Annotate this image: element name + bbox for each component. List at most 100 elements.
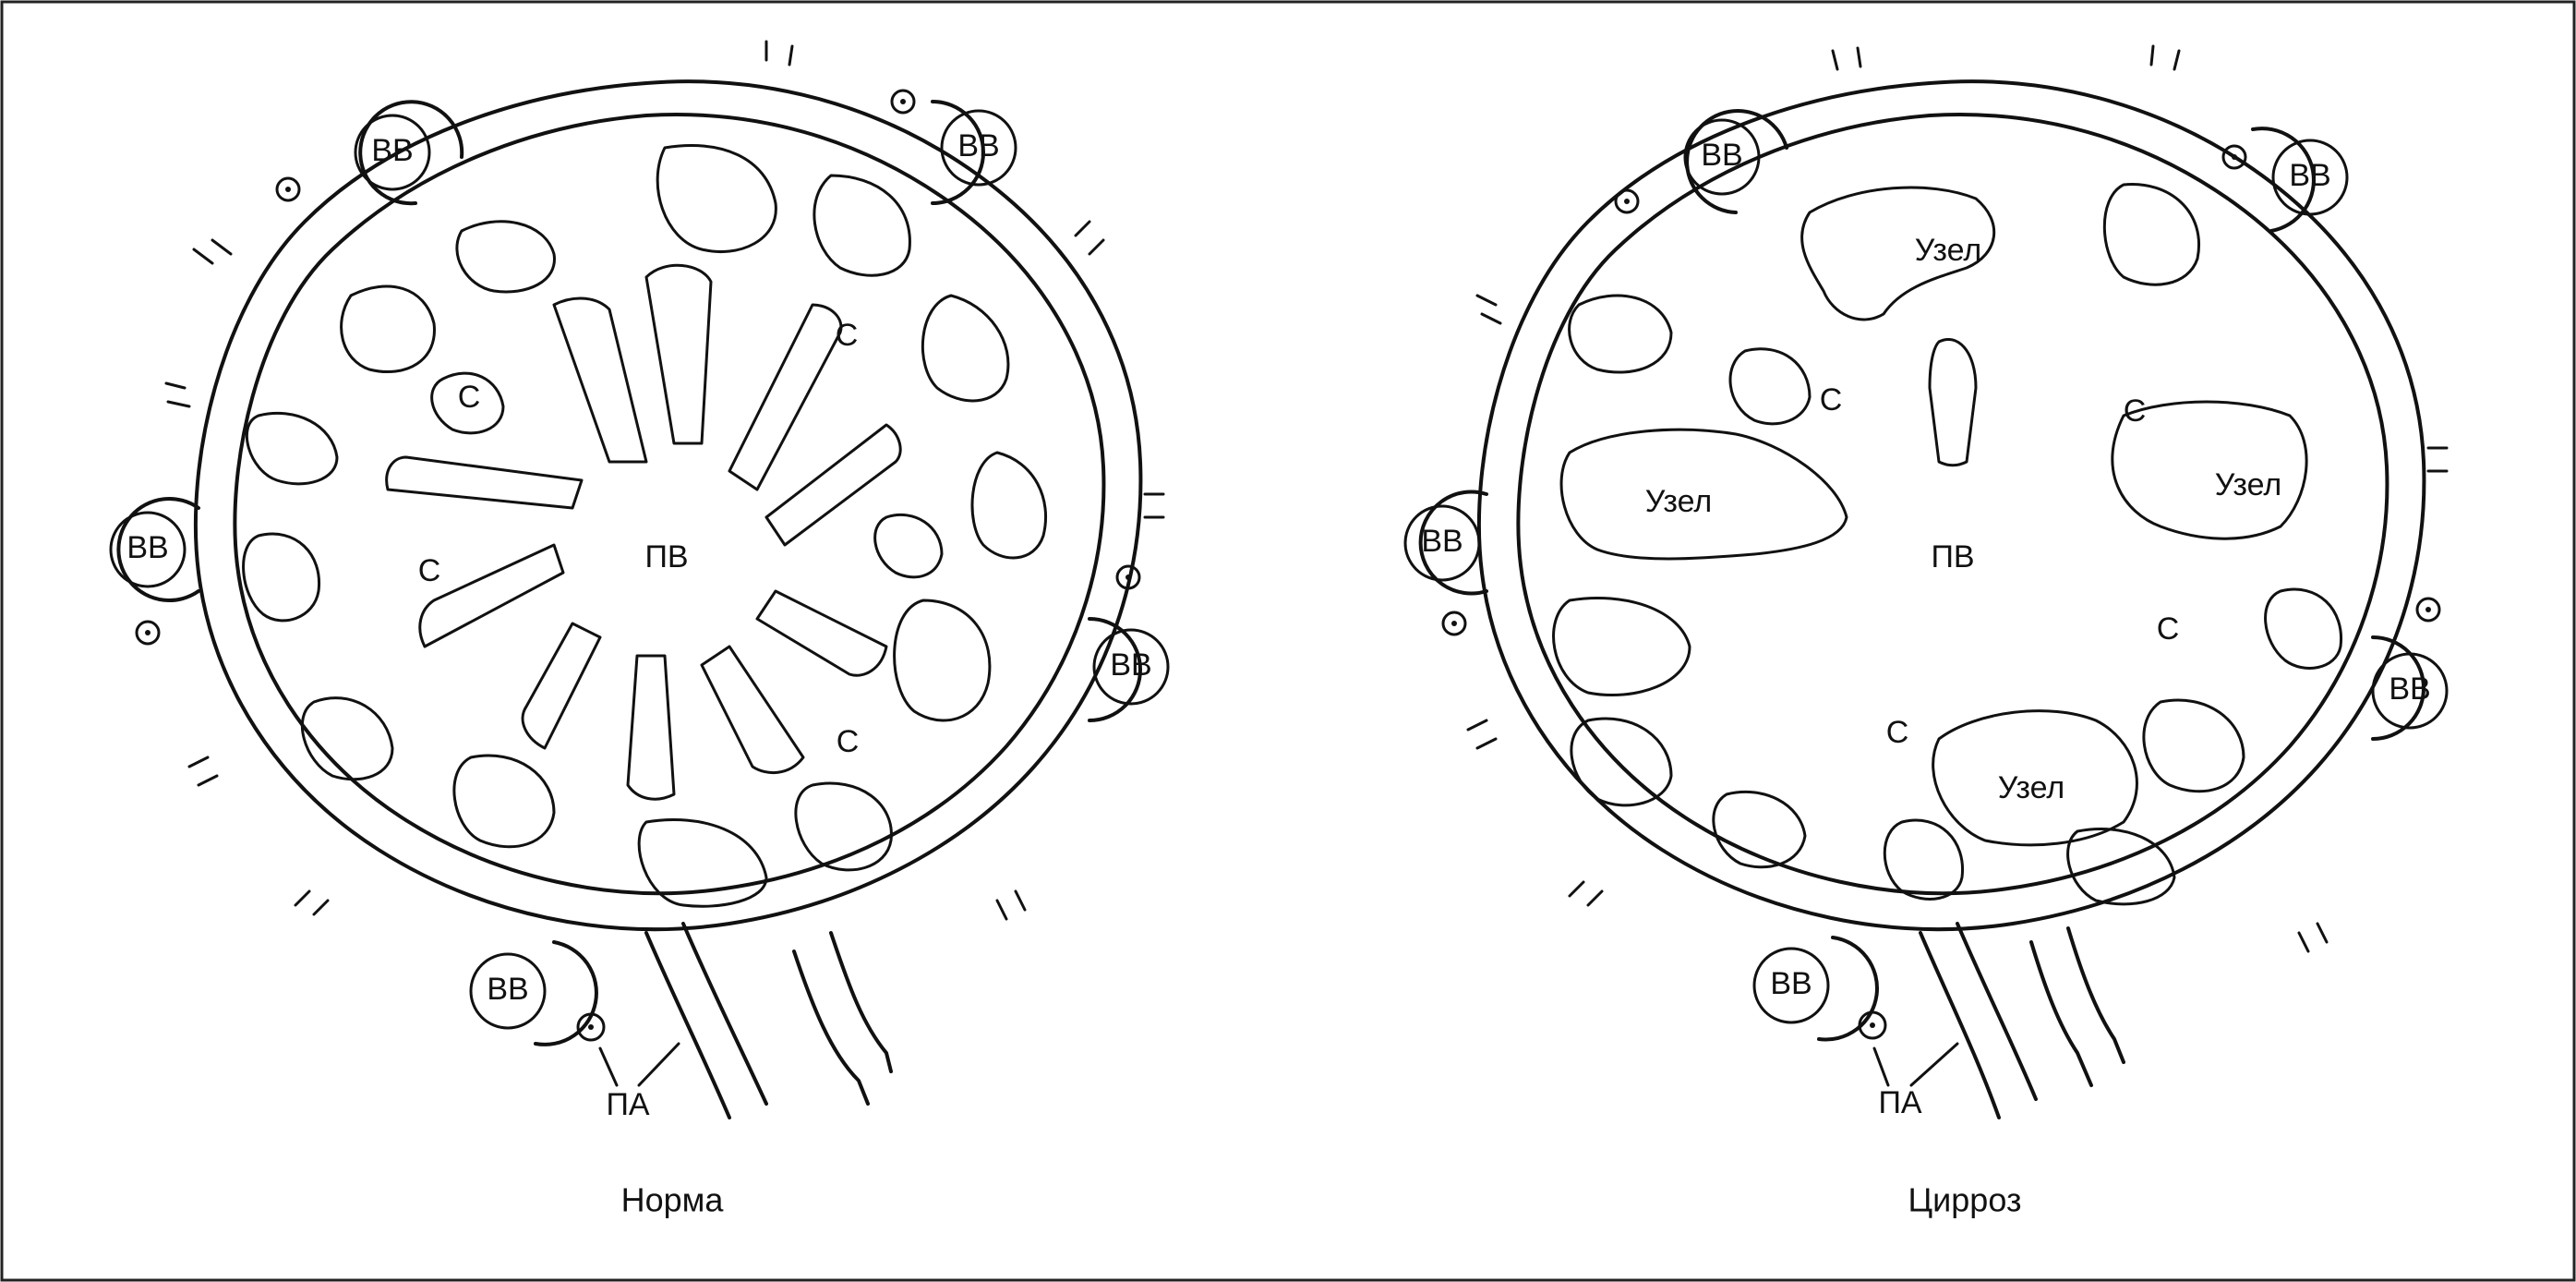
cirrhosis-nodule-label: Узел: [1915, 233, 1982, 268]
normal-vessel-stub: [294, 889, 330, 916]
cirrhosis-nodule-label: Узел: [1645, 484, 1713, 519]
normal-sinusoid-label: С: [458, 380, 481, 415]
panel-normal: ПВ: [109, 40, 1170, 1219]
normal-hepatic-vein: ВВ: [109, 497, 200, 602]
cirrhosis-sinusoid-space: [2066, 827, 2176, 906]
cirrhosis-hepatic-vein-label: ВВ: [1770, 966, 1812, 1001]
cirrhosis-sinusoids: [1552, 183, 2343, 906]
normal-hepatic-vein-lumen: [1092, 628, 1170, 706]
normal-sinusoids: [242, 144, 1048, 908]
normal-sinusoid-space: [637, 818, 768, 908]
normal-sinusoid-space: [430, 371, 505, 435]
normal-hepatic-vein-label: ВВ: [957, 128, 999, 163]
cirrhosis-vessel-stubs: [1466, 44, 2449, 953]
cirrhosis-sinusoid-space: [1568, 294, 1673, 374]
normal-plate: [755, 589, 888, 677]
cirrhosis-nodules: [1559, 186, 2308, 847]
normal-hepatic-vein-ring: [534, 940, 598, 1046]
normal-hepatic-vein-lumen: [940, 109, 1017, 187]
cirrhosis-sinusoid-space: [1552, 596, 1691, 697]
normal-sinusoid-label: С: [837, 724, 860, 759]
cirrhosis-hepatic-vein-label: ВВ: [1421, 524, 1463, 559]
cirrhosis-nodule-label: Узел: [2215, 467, 2282, 502]
cirrhosis-arteriole: [2415, 597, 2441, 623]
normal-plate: [552, 296, 648, 464]
normal-sinusoid-space: [813, 174, 911, 277]
cirrhosis-vessel-stub: [2297, 922, 2329, 953]
cirrhosis-nodule: [2111, 400, 2308, 540]
cirrhosis-arteriole-dot: [2426, 607, 2431, 612]
normal-hepatic-vein-ring: [1088, 617, 1142, 722]
cirrhosis-hepatic-vein-label: ВВ: [2289, 158, 2330, 193]
normal-sinusoid-labels: С С С С: [418, 318, 860, 759]
normal-sinusoid-label: С: [836, 318, 859, 353]
normal-vessel-stub: [187, 756, 219, 787]
cirrhosis-sinusoid-label: С: [1820, 382, 1843, 417]
cirrhosis-sinusoid-space: [2142, 698, 2245, 793]
normal-arteriole: [1115, 564, 1141, 590]
normal-hepatic-vein-lumen: [354, 114, 431, 191]
normal-artery-leader: [598, 1042, 680, 1087]
cirrhosis-hepatic-vein-label: ВВ: [2389, 671, 2430, 707]
cirrhosis-artery-leader: [1872, 1042, 1959, 1087]
normal-sinusoid-space: [970, 451, 1048, 560]
cirrhosis-central-vein-label: ПВ: [1931, 539, 1974, 574]
normal-inner-network: [233, 113, 1106, 896]
normal-sinusoid-space: [794, 781, 893, 872]
cirrhosis-sinusoid-space: [2102, 183, 2200, 286]
normal-plate: [418, 543, 565, 648]
normal-hepatic-vein-label: ВВ: [371, 133, 413, 168]
cirrhosis-vessel-stub: [1831, 46, 1862, 71]
normal-vessel-stubs: [164, 40, 1165, 921]
normal-sinusoid-space: [455, 220, 556, 294]
normal-plate: [644, 263, 713, 445]
normal-plate: [521, 622, 602, 750]
normal-plate: [385, 455, 584, 510]
normal-hepatic-vein: ВВ: [1088, 617, 1170, 722]
normal-plate: [626, 654, 676, 801]
cirrhosis-nodule: [1559, 428, 1848, 561]
normal-hepatic-vein-ring: [931, 100, 985, 205]
normal-arteriole-dot: [1125, 574, 1131, 580]
normal-sinusoid-space: [921, 294, 1010, 403]
cirrhosis-outer-network: [1476, 79, 2426, 932]
normal-outer-network: [193, 79, 1143, 932]
cirrhosis-sinusoid-space: [1883, 818, 1965, 901]
normal-vessel-stub: [995, 889, 1027, 921]
normal-plate: [728, 303, 843, 491]
normal-hepatic-vein: ВВ: [931, 100, 1017, 205]
normal-portal-trunk: [644, 922, 893, 1119]
panel-cirrhosis: ПВ Узел Узел Узел Узел: [1403, 44, 2449, 1219]
normal-arteriole: [890, 89, 916, 115]
cirrhosis-vessel-stub: [1568, 880, 1604, 907]
normal-sinusoid-space: [300, 696, 394, 781]
cirrhosis-hepatic-vein: ВВ: [1403, 490, 1488, 596]
cirrhosis-inner-network: [1516, 113, 2389, 896]
cirrhosis-hepatic-veins: ВВ ВВ ВВ ВВ ВВ: [1403, 109, 2449, 1042]
cirrhosis-arteriole: [1858, 1010, 1887, 1040]
cirrhosis-arteriole: [2221, 144, 2247, 170]
normal-hepatic-vein-lumen: [469, 952, 547, 1030]
cirrhosis-hepatic-vein-lumen: [1683, 118, 1761, 196]
normal-sinusoid-label: С: [418, 553, 441, 588]
cirrhosis-hepatic-vein: ВВ: [2371, 635, 2449, 741]
cirrhosis-nodule: [1932, 709, 2138, 847]
cirrhosis-sinusoid-label: С: [2124, 393, 2147, 429]
normal-vessel-stub: [164, 381, 191, 408]
normal-sinusoid-space: [893, 599, 992, 722]
cirrhosis-caption: Цирроз: [1908, 1181, 2022, 1219]
cirrhosis-sinusoid-space: [1570, 717, 1673, 807]
normal-sinusoid-space: [873, 513, 944, 579]
cirrhosis-hepatic-vein-ring: [1817, 936, 1879, 1042]
cirrhosis-arteriole-dot: [1451, 621, 1457, 626]
cirrhosis-nodule-label: Узел: [1998, 770, 2065, 805]
normal-sinusoid-space: [340, 284, 436, 374]
normal-arteriole: [135, 620, 161, 646]
normal-vessel-stub: [764, 40, 794, 67]
cirrhosis-hepatic-vein: ВВ: [1683, 109, 1788, 214]
normal-hepatic-vein-lumen: [109, 511, 187, 588]
cirrhosis-portal-trunk: [1919, 922, 2125, 1119]
normal-sinusoid-space: [242, 532, 321, 623]
cirrhosis-hepatic-vein-ring: [2371, 635, 2426, 741]
